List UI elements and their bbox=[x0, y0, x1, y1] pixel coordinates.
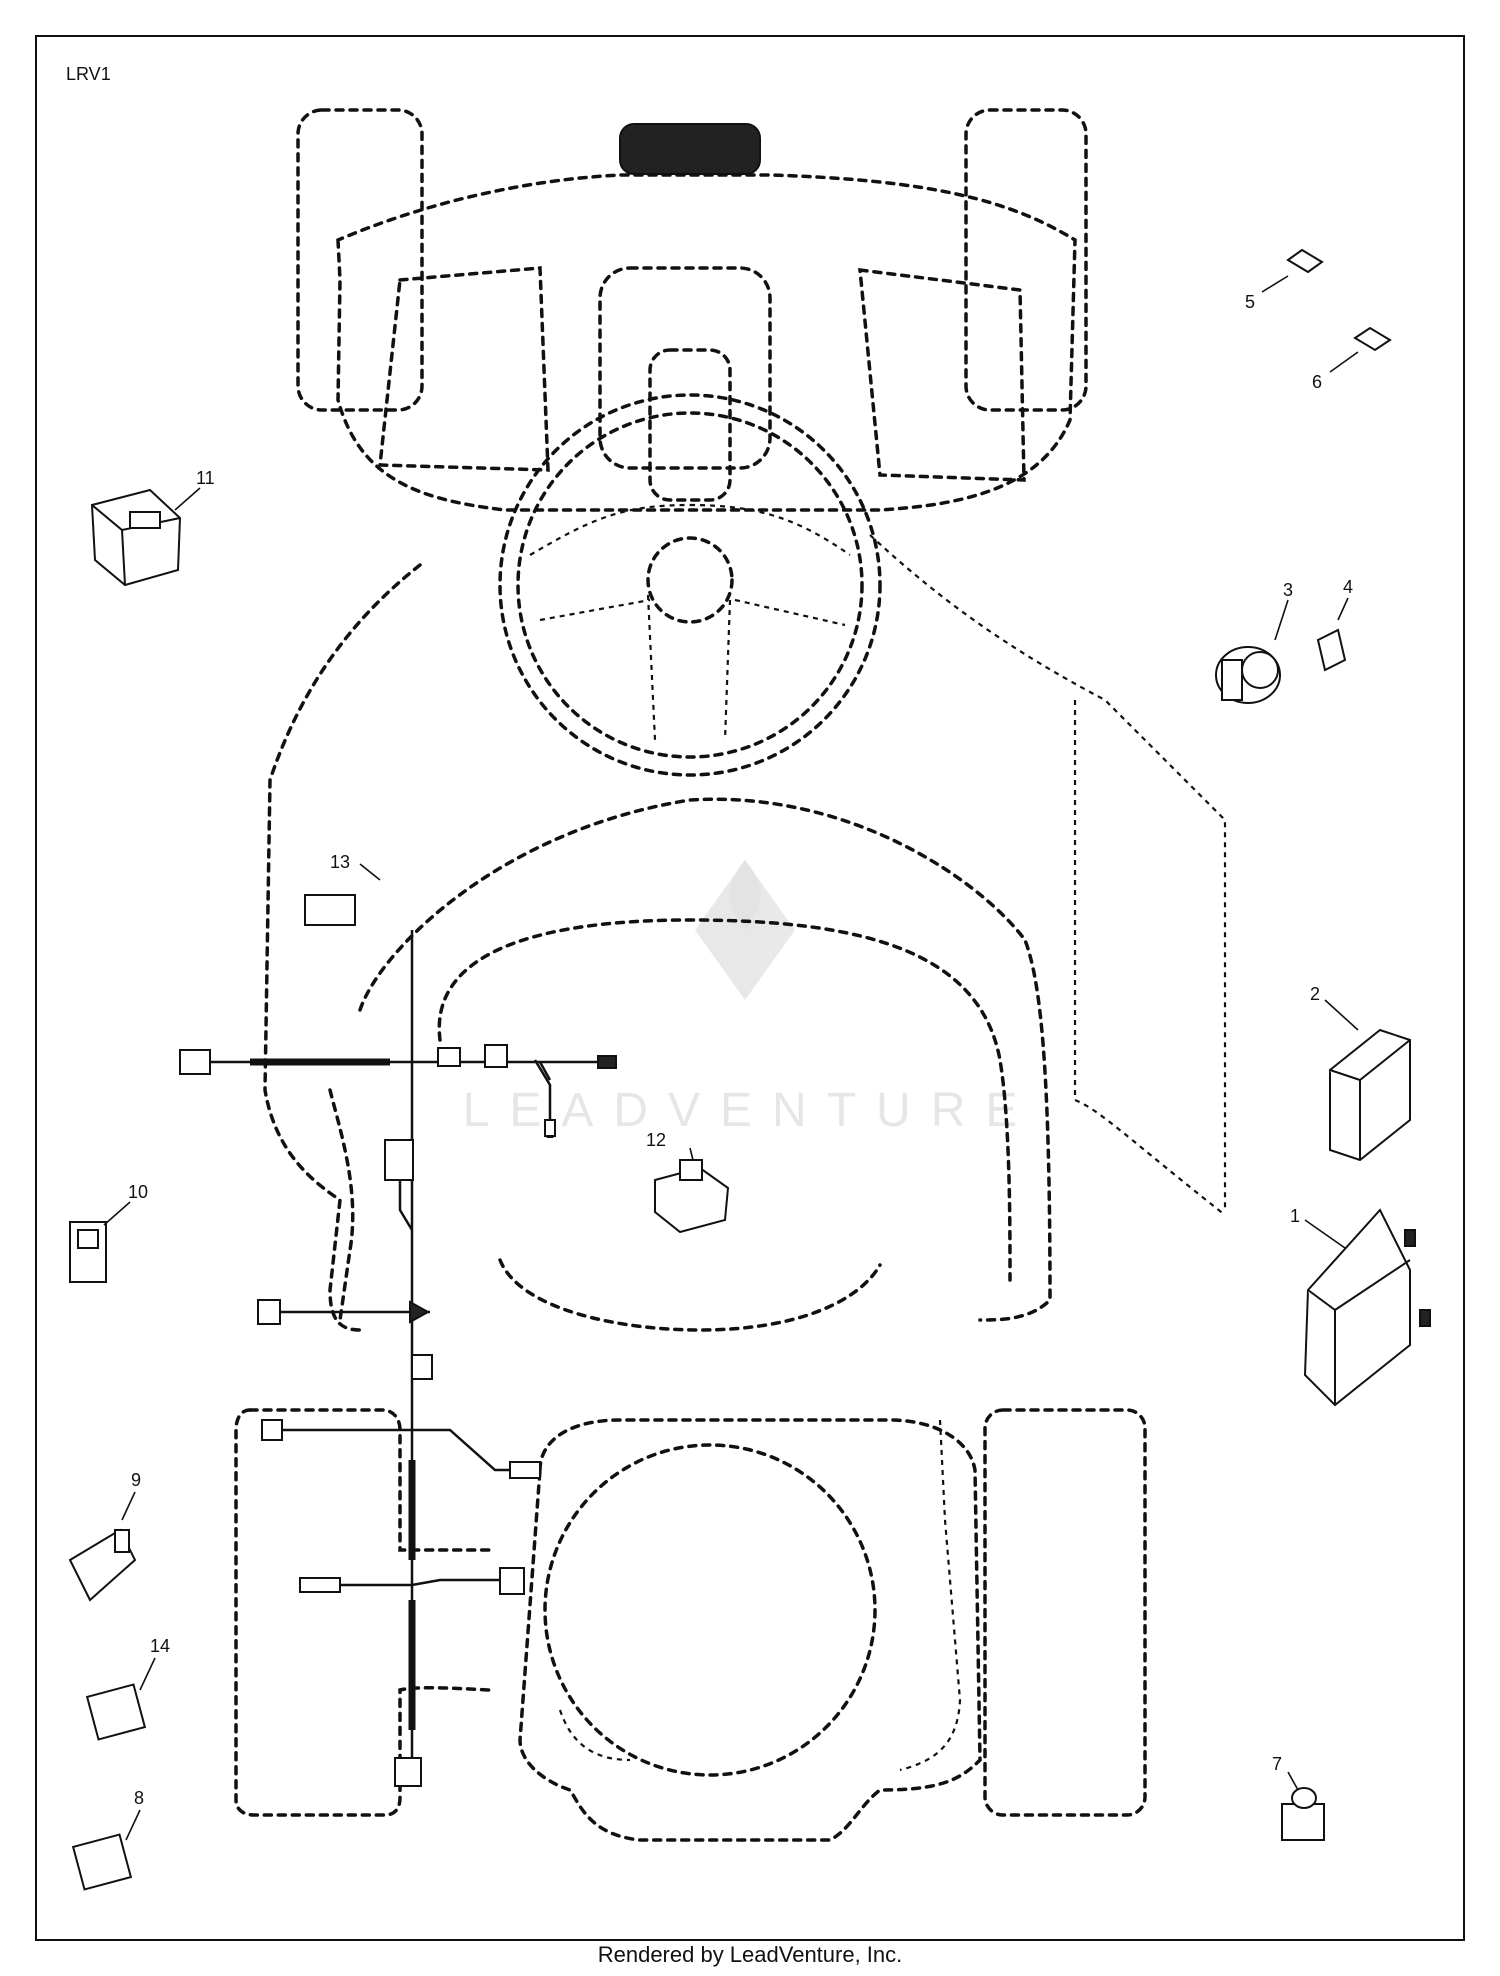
footer-credit: Rendered by LeadVenture, Inc. bbox=[597, 1942, 903, 1967]
callout-9: 9 bbox=[131, 1470, 141, 1490]
part-4-key[interactable]: 4 bbox=[1316, 577, 1353, 672]
callout-13: 13 bbox=[330, 852, 350, 872]
part-9-seat-switch[interactable]: 9 bbox=[68, 1470, 141, 1602]
wiring-harness bbox=[179, 894, 617, 1787]
callout-14: 14 bbox=[150, 1636, 170, 1656]
part-2-battery-box[interactable]: 2 bbox=[1310, 984, 1411, 1162]
part-14-relay[interactable]: 14 bbox=[85, 1636, 170, 1741]
part-6-fuse[interactable]: 6 bbox=[1312, 326, 1392, 392]
part-3-ignition-switch[interactable]: 3 bbox=[1215, 580, 1293, 704]
part-13-connector[interactable]: 13 bbox=[330, 852, 381, 881]
part-12-pto-switch[interactable]: 12 bbox=[646, 1130, 730, 1234]
callout-10: 10 bbox=[128, 1182, 148, 1202]
drawing-id: LRV1 bbox=[66, 64, 111, 84]
callout-6: 6 bbox=[1312, 372, 1322, 392]
part-7-switch[interactable]: 7 bbox=[1272, 1754, 1325, 1841]
callout-7: 7 bbox=[1272, 1754, 1282, 1774]
callout-11: 11 bbox=[196, 468, 215, 488]
tractor-outline bbox=[234, 108, 1227, 1842]
part-5-fuse[interactable]: 5 bbox=[1245, 248, 1324, 312]
callout-3: 3 bbox=[1283, 580, 1293, 600]
diagram-border bbox=[35, 35, 1465, 1941]
part-8-relay[interactable]: 8 bbox=[71, 1788, 144, 1891]
part-1-battery[interactable]: 1 bbox=[1290, 1206, 1431, 1407]
part-11-module[interactable]: 11 bbox=[90, 468, 215, 587]
callout-1: 1 bbox=[1290, 1206, 1300, 1226]
callout-2: 2 bbox=[1310, 984, 1320, 1004]
part-10-switch[interactable]: 10 bbox=[69, 1182, 148, 1283]
callout-8: 8 bbox=[134, 1788, 144, 1808]
callout-4: 4 bbox=[1343, 577, 1353, 597]
callout-5: 5 bbox=[1245, 292, 1255, 312]
callout-12: 12 bbox=[646, 1130, 666, 1150]
